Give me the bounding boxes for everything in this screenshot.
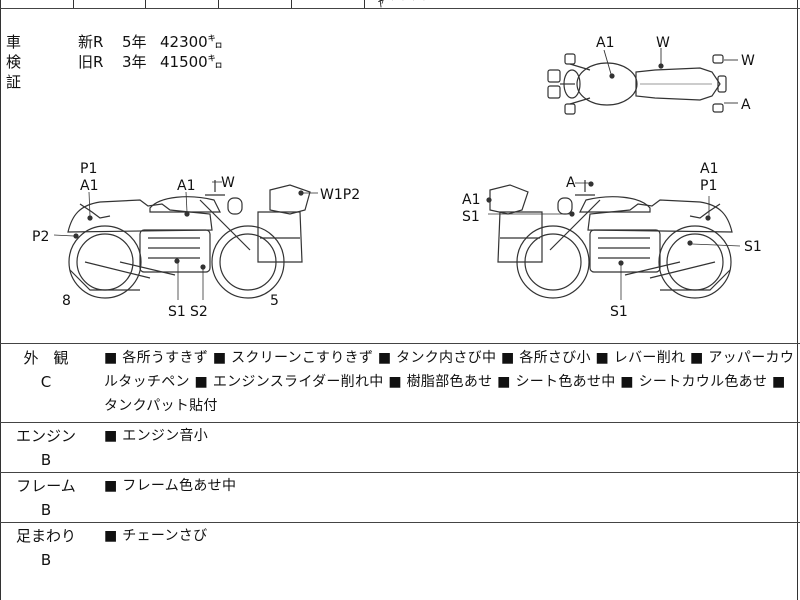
header-fragment-text: ﾔ ′ ′ ′ ′ <box>378 0 429 10</box>
odometer-distance: 41500㌔ <box>160 53 223 71</box>
right-label-s1-bottom: S1 <box>610 304 628 320</box>
section-divider <box>0 522 800 523</box>
note-line: ■ チェーンさび <box>104 528 208 544</box>
odometer-row-new: 新R 5年 42300㌔ <box>78 32 223 52</box>
frame-left-border <box>0 0 1 600</box>
section-row-suspension: 足まわり B ■ チェーンさび <box>0 524 800 584</box>
section-row-engine: エンジン B ■ エンジン音小 <box>0 424 800 470</box>
left-label-a1-rear: A1 <box>80 178 98 194</box>
right-label-s1-right: S1 <box>744 239 762 255</box>
odometer-distance: 42300㌔ <box>160 33 223 51</box>
section-grade: C <box>40 373 52 391</box>
odometer-title: 車検証 <box>6 33 22 91</box>
section-title: フレーム <box>16 477 76 495</box>
top-label-a-right: A <box>741 97 751 113</box>
section-grade: B <box>40 451 52 469</box>
right-label-a-mirror: A <box>566 175 576 191</box>
note-line: タンクパット貼付 <box>104 398 218 414</box>
section-label: 足まわり B <box>0 524 92 572</box>
section-divider <box>0 472 800 473</box>
odometer-kind: 新R <box>78 33 104 51</box>
top-view-motorcycle-icon <box>547 48 738 115</box>
table-top-divider <box>0 343 800 344</box>
section-label: 外 観 C <box>0 346 92 394</box>
section-divider <box>0 422 800 423</box>
section-title: 足まわり <box>15 527 76 545</box>
left-label-w-mirror: W <box>221 175 235 191</box>
section-label: フレーム B <box>0 474 92 522</box>
header-row: ﾔ ′ ′ ′ ′ <box>0 0 800 10</box>
section-notes: ■ 各所うすきず ■ スクリーンこすりきず ■ タンク内さび中 ■ 各所さび小 … <box>104 346 795 418</box>
header-divider <box>0 8 800 9</box>
right-side-motorcycle-icon <box>486 180 741 300</box>
left-label-a1-tank: A1 <box>177 178 195 194</box>
left-label-s1: S1 <box>168 304 186 320</box>
left-label-8: 8 <box>62 293 71 309</box>
section-notes: ■ フレーム色あせ中 <box>104 474 792 498</box>
odometer-kind: 旧R <box>78 53 104 71</box>
section-title: エンジン <box>15 427 76 445</box>
odometer-years: 3年 <box>122 53 147 71</box>
top-label-w: W <box>656 35 670 51</box>
note-line: ■ 各所うすきず ■ スクリーンこすりきず ■ タンク内さび中 ■ 各所さび小 … <box>104 350 795 366</box>
right-label-s1-left: S1 <box>462 209 480 225</box>
section-row-exterior: 外 観 C ■ 各所うすきず ■ スクリーンこすりきず ■ タンク内さび中 ■ … <box>0 346 800 420</box>
note-line: ■ フレーム色あせ中 <box>104 478 237 494</box>
top-label-w-right: W <box>741 53 755 69</box>
left-side-motorcycle-icon <box>53 180 318 300</box>
left-label-s2: S2 <box>190 304 208 320</box>
frame-right-border <box>797 0 798 600</box>
right-label-p1: P1 <box>700 178 717 194</box>
section-row-frame: フレーム B ■ フレーム色あせ中 <box>0 474 800 520</box>
top-label-a1: A1 <box>596 35 614 51</box>
section-grade: B <box>40 501 52 519</box>
right-label-a1: A1 <box>462 192 480 208</box>
section-label: エンジン B <box>0 424 92 472</box>
section-grade: B <box>40 551 52 569</box>
section-notes: ■ エンジン音小 <box>104 424 792 448</box>
section-title: 外 観 <box>23 349 69 367</box>
left-label-5: 5 <box>270 293 279 309</box>
left-label-w1p2: W1P2 <box>320 187 360 203</box>
motorcycle-damage-diagrams: A1 W W A P1 A1 P2 8 A1 W W1P2 S1 S2 5 A1… <box>32 35 762 320</box>
odometer-row-old: 旧R 3年 41500㌔ <box>78 52 223 72</box>
section-notes: ■ チェーンさび <box>104 524 792 548</box>
left-label-p2: P2 <box>32 229 49 245</box>
odometer-years: 5年 <box>122 33 147 51</box>
left-label-p1: P1 <box>80 161 97 177</box>
note-line: ルタッチペン ■ エンジンスライダー削れ中 ■ 樹脂部色あせ ■ シート色あせ中… <box>104 374 786 390</box>
note-line: ■ エンジン音小 <box>104 428 209 444</box>
right-label-a1-rear: A1 <box>700 161 718 177</box>
